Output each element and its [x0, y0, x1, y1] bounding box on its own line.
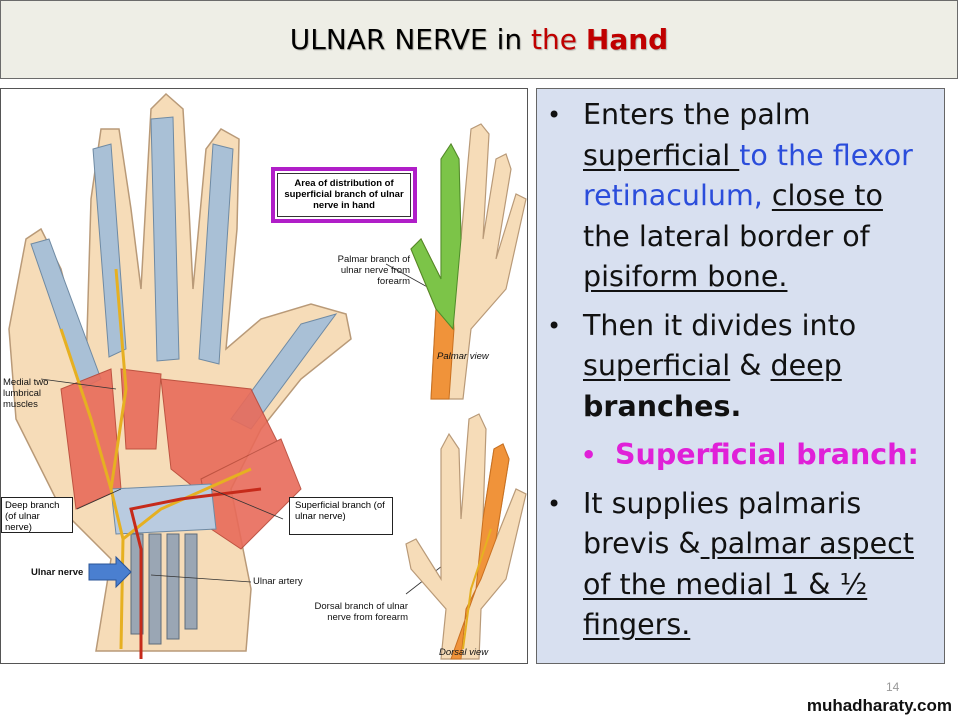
bullet-text: [763, 179, 772, 212]
title-the: the: [531, 23, 586, 56]
hand-illustration: [8, 92, 527, 660]
leader-lines: [40, 263, 452, 595]
label-dorsal-branch: Dorsal branch of ulnar nerve from forear…: [314, 601, 408, 623]
label-lumbricals: Medial two lumbrical muscles: [3, 377, 49, 410]
bullet-text: the lateral border of: [583, 219, 870, 253]
dorsal-branch-nerve: [462, 528, 492, 650]
label-ulnar-nerve: Ulnar nerve: [31, 567, 84, 578]
watermark: muhadharaty.com: [806, 696, 952, 715]
page-number: 14: [886, 680, 900, 694]
bullet-text-blue: the flexor retinaculum,: [583, 138, 913, 213]
digital-nerve: [109, 268, 128, 490]
bullet-text-underlined: deep: [770, 349, 842, 382]
bullet-enters-palm: Enters the palm superficial to the flexo…: [537, 95, 944, 298]
label-palmar-branch: Palmar branch of ulnar nerve from forear…: [337, 254, 410, 287]
bullet-text-underlined: pisiform bone.: [583, 260, 788, 293]
palm-muscles: [60, 368, 302, 550]
ulnar-artery-path: [129, 487, 262, 659]
distribution-callout: Area of distribution of superficial bran…: [271, 167, 417, 223]
label-superficial-branch: Superficial branch (of ulnar nerve): [289, 497, 393, 535]
bullet-text-bold: branches.: [583, 389, 742, 423]
tendon-sheath-ring: [150, 116, 180, 362]
bullet-text-blue: to: [739, 138, 777, 172]
bullet-text-underlined: superficial: [583, 349, 731, 382]
slide-title: ULNAR NERVE in the Hand: [1, 23, 957, 56]
tendon: [148, 533, 162, 645]
hand-anatomy-figure: Area of distribution of superficial bran…: [0, 88, 528, 664]
bullet-text-underlined: superficial: [583, 138, 740, 172]
distribution-callout-text: Area of distribution of superficial bran…: [277, 173, 411, 217]
tendon: [166, 533, 180, 640]
lumbrical-muscles: [120, 368, 162, 450]
tendon-sheath-middle: [198, 143, 234, 365]
bullet-supplies: It supplies palmaris brevis & palmar asp…: [537, 484, 944, 646]
bullet-text: It supplies palmaris brevis &: [583, 486, 862, 561]
title-prefix: ULNAR NERVE in: [289, 23, 532, 56]
bullet-text-underlined: palmar aspect of the medial 1 & ½ finger…: [583, 527, 914, 641]
sub-bullet-superficial-branch: Superficial branch:: [537, 435, 944, 476]
bullet-divides: Then it divides into superficial & deep …: [537, 306, 944, 428]
label-ulnar-artery: Ulnar artery: [253, 576, 303, 587]
tendon-sheaths: [30, 116, 338, 430]
label-deep-branch: Deep branch (of ulnar nerve): [1, 497, 73, 533]
label-palmar-view: Palmar view: [437, 351, 489, 362]
label-dorsal-view: Dorsal view: [439, 647, 489, 658]
bullet-text-underlined: close to: [771, 179, 883, 212]
bullet-text: Enters the palm: [583, 98, 811, 131]
bullet-text: Then it divides into: [583, 308, 857, 342]
bullet-text-panel: Enters the palm superficial to the flexo…: [536, 88, 945, 664]
superficial-branch-area: [410, 143, 462, 331]
hand-outline: [8, 92, 352, 652]
bullet-list: Enters the palm superficial to the flexo…: [537, 95, 944, 654]
ulnar-nerve-arrow: [88, 555, 132, 589]
bullet-text: &: [730, 349, 771, 382]
title-hand: Hand: [585, 23, 669, 56]
title-bar: ULNAR NERVE in the Hand: [0, 0, 958, 79]
tendon: [184, 533, 198, 630]
